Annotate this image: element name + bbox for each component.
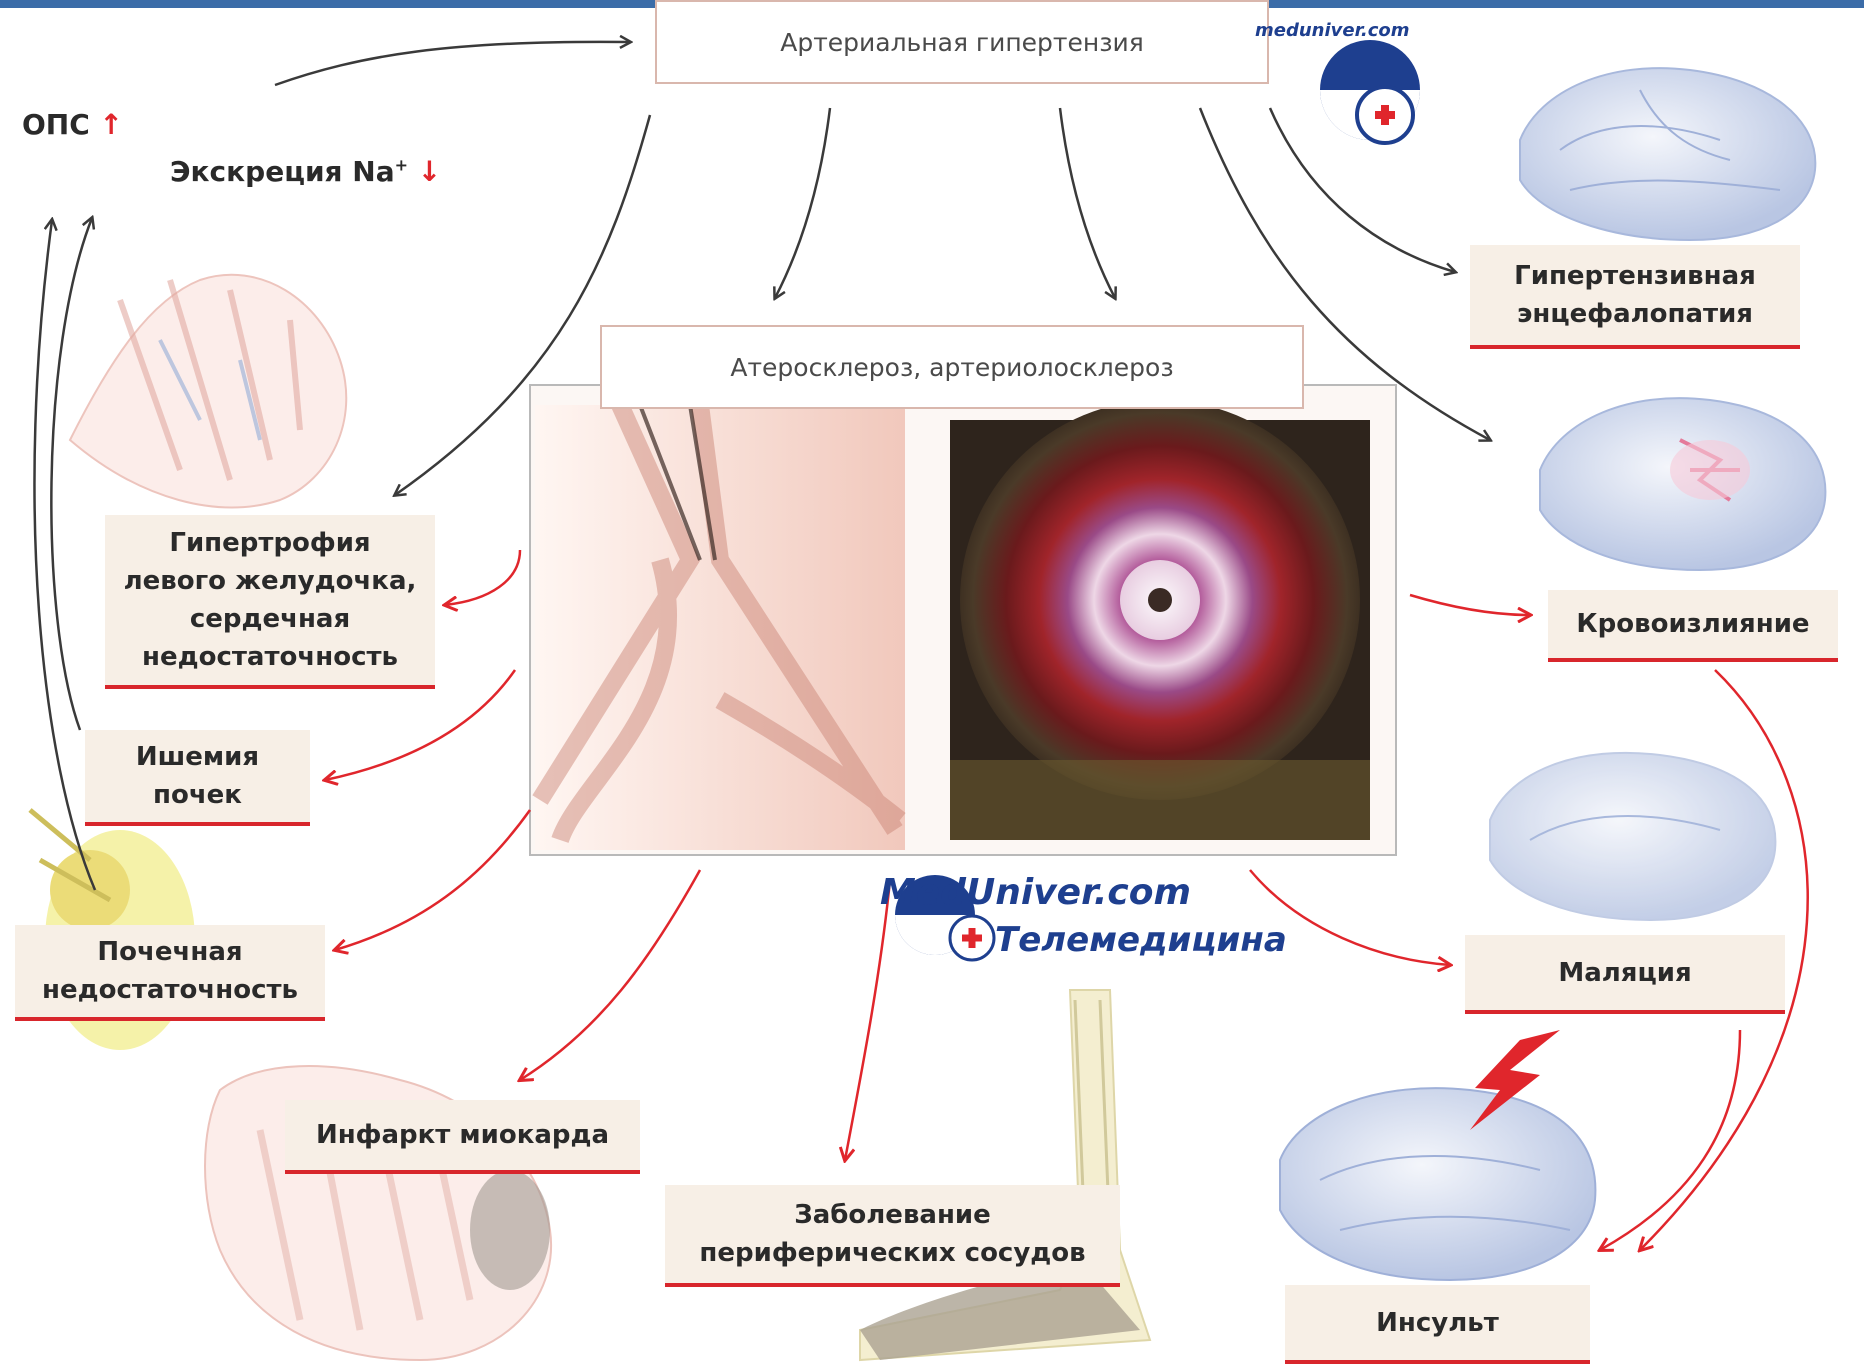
hemorrhage-label: Кровоизлияние: [1548, 590, 1838, 662]
peripheral-vascular-disease-label: Заболевание периферических сосудов: [665, 1185, 1120, 1287]
leg-illustration: [860, 990, 1150, 1360]
atherosclerosis-box: Атеросклероз, артериолосклероз: [600, 325, 1304, 409]
na-excretion-text: Экскреция Na: [170, 155, 395, 188]
brain-illustration-2: [1540, 398, 1825, 570]
malacia-label: Маляция: [1465, 935, 1785, 1014]
renal-ischemia-text: Ишемия почек: [136, 738, 259, 814]
renal-failure-label: Почечная недостаточность: [15, 925, 325, 1021]
renal-ischemia-label: Ишемия почек: [85, 730, 310, 826]
hypertensive-encephalopathy-label: Гипертензивная энцефалопатия: [1470, 245, 1800, 349]
brain-illustration-1: [1520, 68, 1815, 240]
ops-label: ОПС ↑: [22, 108, 123, 141]
meduniver-logo-small: [1320, 40, 1420, 143]
arteriole-cross-section-micrograph: [950, 400, 1370, 840]
brain-illustration-3: [1490, 753, 1775, 920]
down-arrow-icon: ↓: [418, 155, 441, 188]
lvh-text: Гипертрофия левого желудочка, сердечная …: [124, 524, 417, 676]
hemorrhage-text: Кровоизлияние: [1576, 605, 1809, 643]
renal-failure-text: Почечная недостаточность: [42, 933, 298, 1009]
stroke-text: Инсульт: [1376, 1304, 1499, 1342]
arterial-hypertension-box: Артериальная гипертензия: [655, 0, 1269, 84]
lvh-label: Гипертрофия левого желудочка, сердечная …: [105, 515, 435, 689]
ops-text: ОПС: [22, 108, 90, 141]
arterial-hypertension-label: Артериальная гипертензия: [780, 28, 1144, 57]
myocardial-infarction-label: Инфаркт миокарда: [285, 1100, 640, 1174]
atherosclerosis-label: Атеросклероз, артериолосклероз: [730, 353, 1173, 382]
myocardial-infarction-text: Инфаркт миокарда: [316, 1116, 609, 1154]
vessel-micrograph: [535, 405, 905, 850]
na-superscript: +: [395, 156, 408, 175]
brain-illustration-4: [1280, 1030, 1595, 1280]
peripheral-vascular-disease-text: Заболевание периферических сосудов: [699, 1196, 1085, 1272]
heart-illustration-top: [70, 275, 346, 508]
watermark-small: meduniver.com: [1255, 20, 1410, 41]
malacia-text: Маляция: [1558, 954, 1691, 992]
watermark-large-line2: Телемедицина: [995, 920, 1287, 960]
watermark-large-line1: MedUniver.com: [880, 872, 1191, 913]
up-arrow-icon: ↑: [100, 108, 123, 141]
hypertensive-encephalopathy-text: Гипертензивная энцефалопатия: [1514, 257, 1756, 333]
na-excretion-label: Экскреция Na+ ↓: [170, 155, 441, 188]
stroke-label: Инсульт: [1285, 1285, 1590, 1364]
